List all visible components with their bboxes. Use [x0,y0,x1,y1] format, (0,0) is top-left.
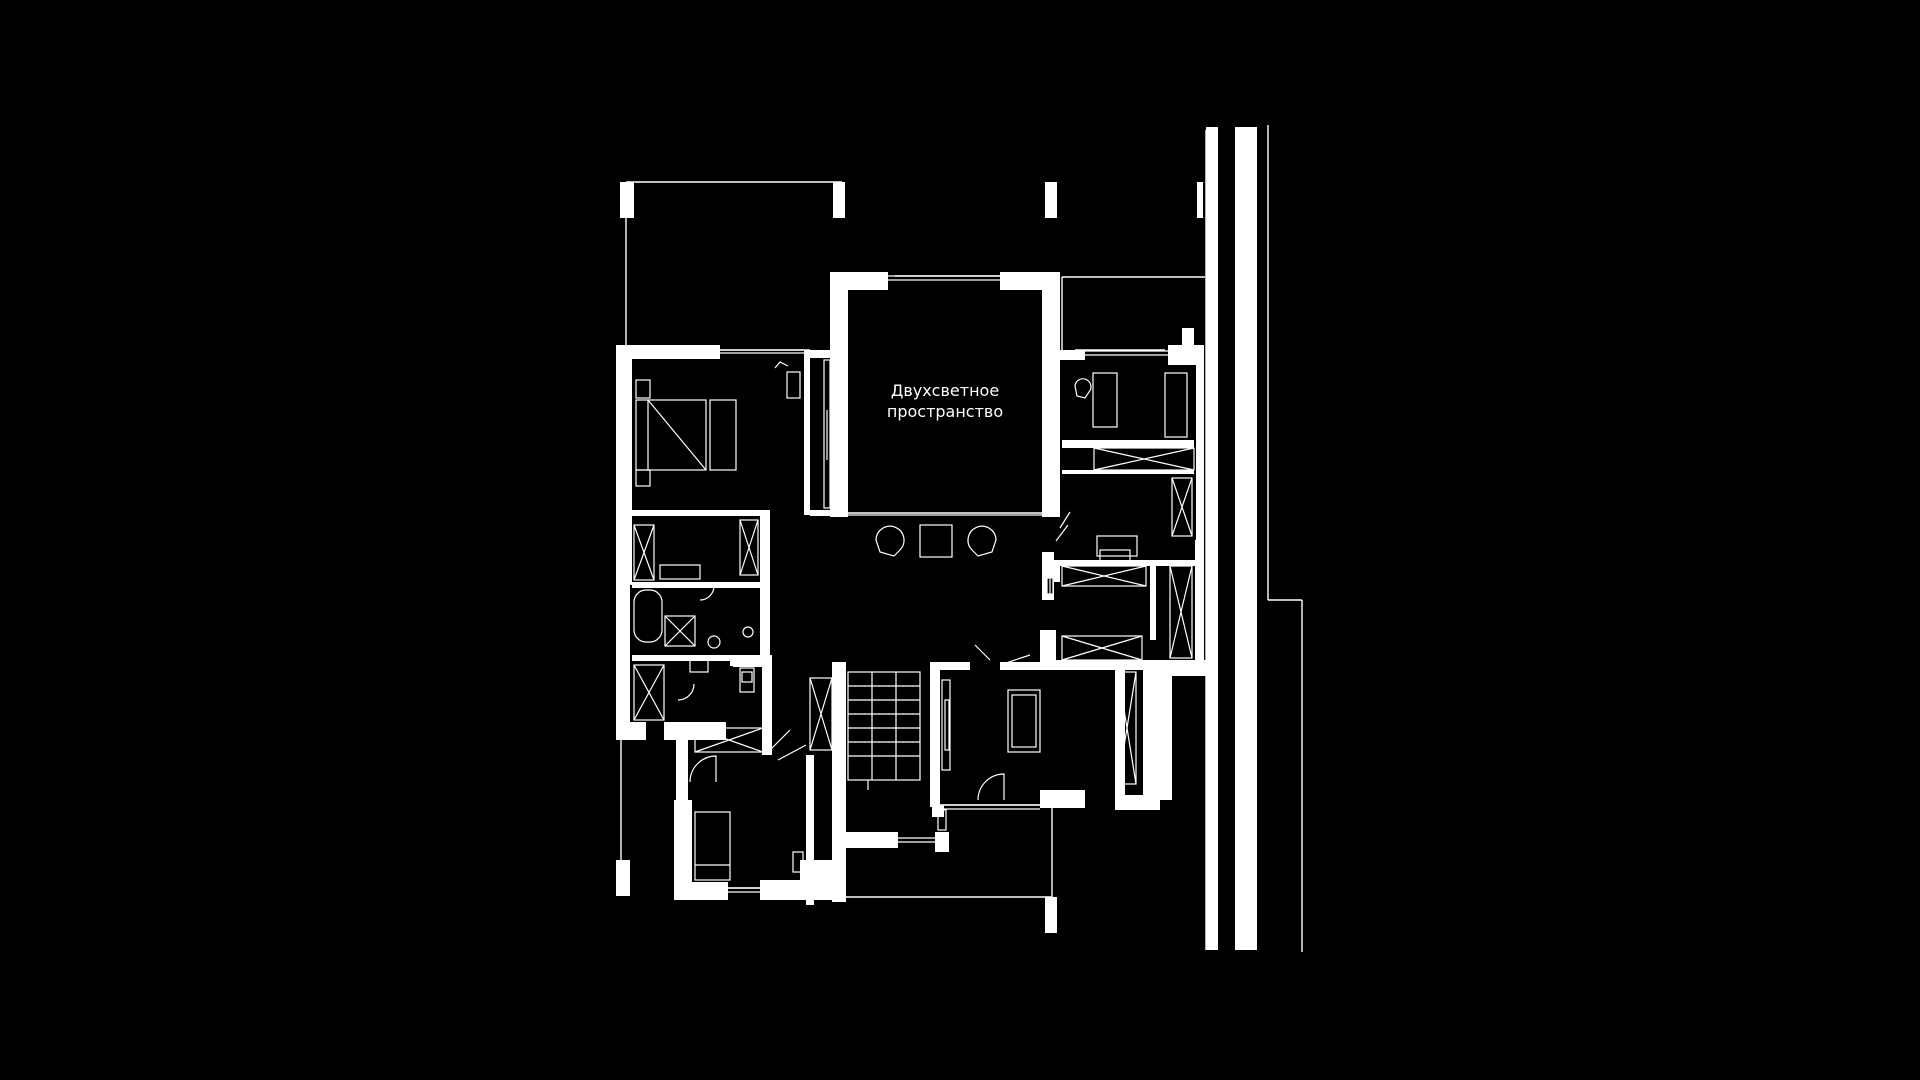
furniture [633,359,1195,881]
room-label-line2: пространство [886,402,1004,421]
room-label-double-height-space: Двухсветное пространство [845,380,1045,422]
windows [617,275,1168,893]
walls [616,127,1257,950]
room-label-line1: Двухсветное [890,381,1000,400]
